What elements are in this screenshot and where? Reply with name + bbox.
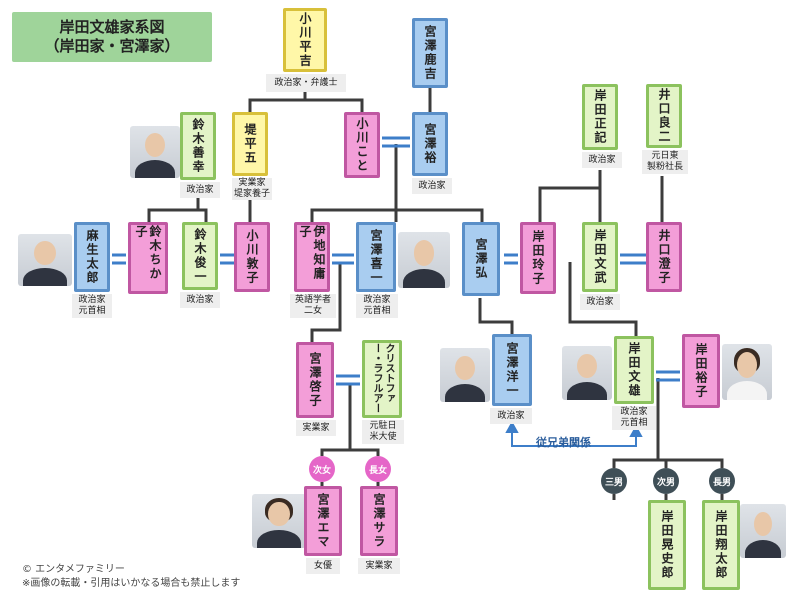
person-kishida-reiko: 岸田玲子 xyxy=(520,222,556,294)
person-ogawa-koto: 小川こと xyxy=(344,112,380,178)
marriage-ichi-yoko-miyazawa-kiichi xyxy=(332,253,354,265)
marriage-miyazawa-keiko-christopher xyxy=(336,374,360,386)
descent-line-ogawa-koto-miyazawa-yutaka xyxy=(310,144,484,222)
descent-line-kishida-masaki xyxy=(538,170,602,222)
copyright-text: © エンタメファミリー xyxy=(22,564,125,575)
cousin-relation-line xyxy=(511,428,637,447)
badge-second-son: 次男 xyxy=(653,468,679,494)
photo-miyazawa-yoichi xyxy=(440,348,490,402)
tag-suzuki-zenko: 政治家 xyxy=(180,182,220,198)
tag-kishida-masaki: 政治家 xyxy=(582,152,622,168)
badge-eldest-son: 長男 xyxy=(709,468,735,494)
badge-third-son: 三男 xyxy=(601,468,627,494)
person-kishida-shotaro: 岸田翔太郎 xyxy=(702,500,740,590)
tag-kishida-fumitake: 政治家 xyxy=(580,294,620,310)
badge-second-daughter: 次女 xyxy=(309,456,335,482)
person-inoguchi-ryoichi: 井口良二 xyxy=(646,84,682,148)
tag-miyazawa-keiko: 実業家 xyxy=(296,420,336,436)
person-suzuki-zenko: 鈴木善幸 xyxy=(180,112,216,180)
diagram-title: 岸田文雄家系図 （岸田家・宮澤家） xyxy=(12,12,212,62)
cousin-relation-label: 従兄弟関係 xyxy=(536,436,591,449)
photo-kishida-yuko xyxy=(722,344,772,400)
tag-miyazawa-yoichi: 政治家 xyxy=(490,408,532,424)
person-kishida-fumitake: 岸田文武 xyxy=(582,222,618,292)
person-ogawa-atsuko: 小川敦子 xyxy=(234,222,270,292)
descent-line-miyazawa-kiichi xyxy=(310,262,342,342)
person-ichi-yoko: 伊地知庸子 xyxy=(294,222,330,292)
photo-kishida-fumio xyxy=(562,346,612,400)
tag-miyazawa-ema: 女優 xyxy=(306,558,340,574)
photo-kishida-shotaro xyxy=(740,504,786,558)
tag-aso-taro: 政治家元首相 xyxy=(72,294,112,318)
person-christopher-lafleur: クリストファー・ラフルアー xyxy=(362,340,402,418)
person-miyazawa-kiichi: 宮澤喜一 xyxy=(356,222,396,292)
descent-line-sons xyxy=(612,494,724,500)
descent-line-miyazawa-keiko xyxy=(320,384,380,456)
person-ogawa-heikichi: 小川平吉 xyxy=(283,8,327,72)
tag-kishida-fumio: 政治家元首相 xyxy=(612,406,656,430)
cousin-arrow-head-right xyxy=(629,424,643,437)
photo-suzuki-zenko xyxy=(130,126,180,178)
person-miyazawa-yoichi: 宮澤洋一 xyxy=(492,334,532,406)
descent-line-kishida-fumitake xyxy=(568,262,638,336)
person-aso-taro: 麻生太郎 xyxy=(74,222,110,292)
person-miyazawa-keiko: 宮澤啓子 xyxy=(296,342,334,418)
person-miyazawa-hiroshi: 宮澤弘 xyxy=(462,222,500,296)
cousin-arrow-head-left xyxy=(505,420,519,433)
photo-miyazawa-ema xyxy=(252,494,306,548)
descent-line-ogawa-heikichi xyxy=(248,92,364,112)
person-miyazawa-yutaka: 宮澤裕 xyxy=(412,112,448,176)
person-kishida-fumio: 岸田文雄 xyxy=(614,336,654,404)
tag-suzuki-shunichi: 政治家 xyxy=(180,292,220,308)
photo-miyazawa-kiichi xyxy=(398,232,450,288)
photo-aso-taro xyxy=(18,234,72,286)
marriage-kishida-fumio-kishida-yuko xyxy=(656,370,680,382)
person-kishida-masaki: 岸田正記 xyxy=(582,84,618,150)
marriage-ogawa-koto-miyazawa-yutaka xyxy=(382,136,410,148)
marriage-kishida-fumitake-inoguchi-sumiko xyxy=(620,253,646,265)
tag-inoguchi-ryoichi: 元日東製粉社長 xyxy=(642,150,688,174)
person-miyazawa-ema: 宮澤エマ xyxy=(304,486,342,556)
tag-ichi-yoko: 英語学者二女 xyxy=(290,294,336,318)
tag-miyazawa-yutaka: 政治家 xyxy=(412,178,452,194)
tag-miyazawa-sara: 実業家 xyxy=(358,558,400,574)
tag-miyazawa-kiichi: 政治家元首相 xyxy=(356,294,398,318)
person-miyazawa-shikakichi: 宮澤鹿吉 xyxy=(412,18,448,88)
title-line-2: （岸田家・宮澤家） xyxy=(44,37,180,55)
person-suzuki-chikako: 鈴木ちか子 xyxy=(128,222,168,294)
person-kishida-yuko: 岸田裕子 xyxy=(682,334,720,408)
marriage-suzuki-shunichi-ogawa-atsuko xyxy=(220,253,234,265)
usage-notice-text: ※画像の転載・引用はいかなる場合も禁止します xyxy=(22,578,241,589)
title-line-1: 岸田文雄家系図 xyxy=(59,18,165,36)
person-tsutsumi-heigo: 堤平五 xyxy=(232,112,268,176)
descent-line-suzuki-zenko xyxy=(147,196,208,222)
descent-line-miyazawa-hiroshi xyxy=(478,298,514,334)
person-suzuki-shunichi: 鈴木俊一 xyxy=(182,222,218,290)
person-miyazawa-sara: 宮澤サラ xyxy=(360,486,398,556)
person-kishida-koshiro: 岸田晃史郎 xyxy=(648,500,686,590)
tag-ogawa-heikichi: 政治家・弁護士 xyxy=(266,74,346,92)
badge-eldest-daughter: 長女 xyxy=(365,456,391,482)
marriage-miyazawa-hiroshi-kishida-reiko xyxy=(504,253,518,265)
descent-line-kishida-fumio xyxy=(612,378,724,468)
tag-tsutsumi-heigo: 実業家堤家養子 xyxy=(232,178,272,200)
person-inoguchi-sumiko: 井口澄子 xyxy=(646,222,682,292)
descent-line-daughters xyxy=(320,482,380,486)
marriage-aso-taro-suzuki-chikako xyxy=(112,253,126,265)
tag-christopher-lafleur: 元駐日米大使 xyxy=(362,420,404,444)
